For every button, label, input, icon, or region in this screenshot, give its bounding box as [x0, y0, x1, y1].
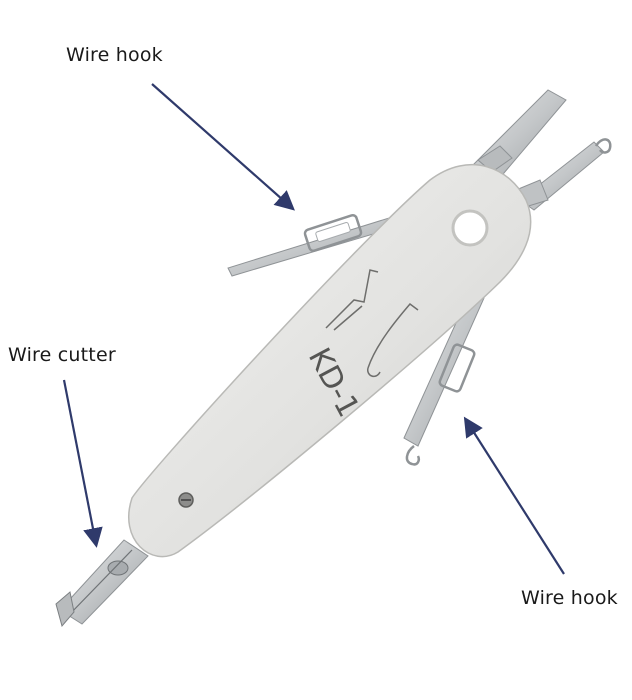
callout-bottom-wire-hook: Wire hook — [521, 587, 618, 609]
callout-wire-cutter: Wire cutter — [8, 344, 116, 366]
blade-icon — [325, 269, 419, 378]
hook-icon — [594, 138, 612, 154]
tool-handle: KD-1 — [128, 163, 532, 558]
arrow-cutter — [62, 379, 103, 548]
cutter-tip — [55, 539, 149, 628]
arrow-top-hook — [151, 83, 295, 211]
arrow-bottom-hook — [463, 416, 565, 575]
callout-top-wire-hook: Wire hook — [66, 44, 163, 66]
lanyard-hole — [451, 209, 489, 247]
screw-icon — [178, 492, 194, 508]
top-wire-hook-blade — [227, 213, 403, 277]
